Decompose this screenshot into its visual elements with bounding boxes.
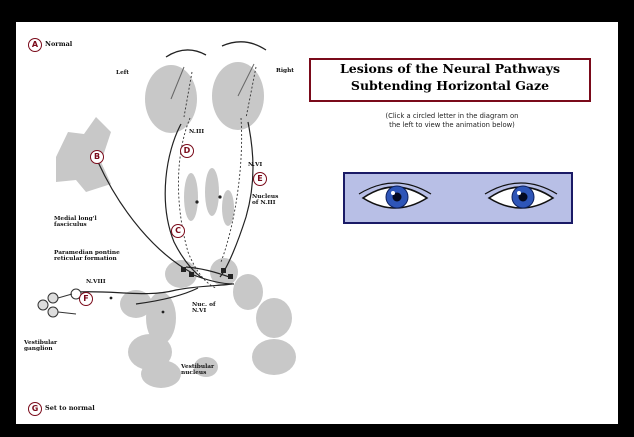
right-eye-icon	[485, 183, 557, 208]
lesion-marker-d[interactable]: D	[180, 144, 194, 158]
lesion-marker-f[interactable]: F	[79, 292, 93, 306]
title-line-1: Lesions of the Neural Pathways	[311, 60, 589, 77]
lesion-marker-b[interactable]: B	[90, 150, 104, 164]
left-eye-icon	[359, 183, 431, 208]
option-reset-marker[interactable]: G	[28, 402, 42, 416]
lesion-marker-e[interactable]: E	[253, 172, 267, 186]
label-left: Left	[116, 70, 129, 76]
label-n-viii: N.VIII	[86, 279, 106, 285]
option-reset-label[interactable]: Set to normal	[45, 405, 95, 412]
label-n-vi: N.VI	[248, 162, 262, 168]
neural-pathway-diagram: A Normal Left Right N.III N.VI B C D E F…	[16, 22, 316, 424]
eye-animation-panel	[343, 172, 573, 224]
label-n-iii: N.III	[189, 129, 204, 135]
label-right: Right	[276, 68, 294, 74]
content-area: A Normal Left Right N.III N.VI B C D E F…	[16, 22, 618, 424]
option-normal-marker[interactable]: A	[28, 38, 42, 52]
oculomotor-nucleus-left	[184, 173, 198, 221]
oculomotor-nucleus-right	[205, 168, 219, 216]
title-box: Lesions of the Neural Pathways Subtendin…	[309, 58, 591, 102]
title-line-2: Subtending Horizontal Gaze	[311, 77, 589, 94]
option-normal-label[interactable]: Normal	[45, 41, 72, 48]
eyes-drawing	[345, 174, 571, 222]
lesion-marker-c[interactable]: C	[171, 224, 185, 238]
instruction-text: (Click a circled letter in the diagram o…	[316, 112, 588, 130]
